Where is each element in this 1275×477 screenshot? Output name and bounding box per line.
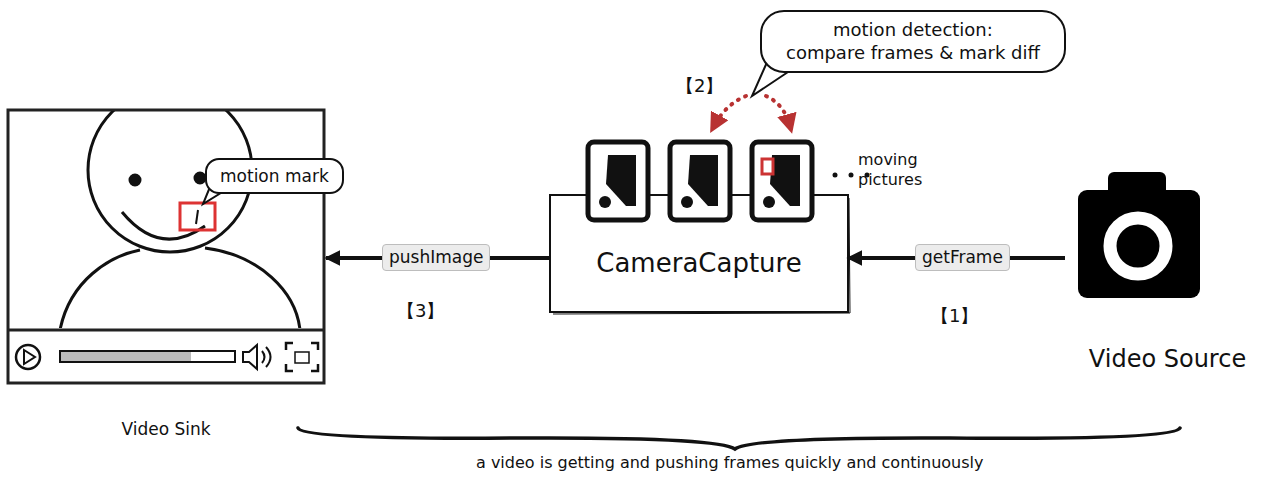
- node-text: motion mark: [220, 165, 329, 187]
- edge-label: pushImage: [382, 244, 490, 271]
- node-text: motion detection: compare frames & mark …: [786, 18, 1040, 65]
- node-text: CameraCapture: [550, 247, 848, 281]
- video-player-window: [8, 88, 324, 383]
- node-text: Video Sink: [6, 418, 326, 440]
- edge-label: getFrame: [915, 244, 1010, 271]
- callout-number: 【3】: [397, 300, 444, 323]
- video-sink: Video Sink motion mark: [6, 108, 326, 440]
- speech-bubble: motion detection: compare frames & mark …: [760, 10, 1066, 73]
- callout-number: 【1】: [931, 305, 978, 328]
- compare-arrows: [714, 96, 790, 126]
- node-text: Video Source: [1065, 344, 1270, 375]
- span-brace: [298, 428, 1180, 449]
- process-box: CameraCapture: [550, 195, 848, 312]
- speech-bubble: motion mark: [205, 158, 344, 194]
- note-label: moving pictures: [858, 150, 942, 190]
- frame-icons: [588, 142, 812, 220]
- camera-icon: [1078, 172, 1200, 298]
- callout-number: 【2】: [676, 75, 723, 98]
- caption-label: a video is getting and pushing frames qu…: [476, 453, 983, 473]
- video-source: Video Source: [1065, 160, 1270, 375]
